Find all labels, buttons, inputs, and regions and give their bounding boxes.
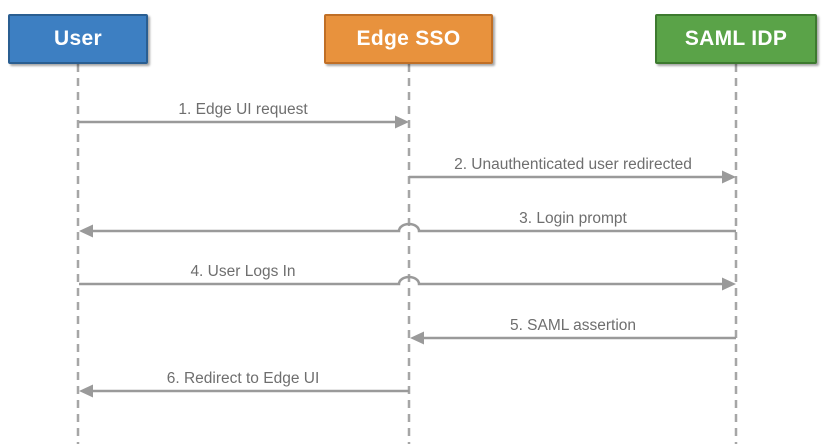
message-4-label: 4. User Logs In — [190, 263, 295, 280]
message-2-label: 2. Unauthenticated user redirected — [454, 156, 692, 173]
message-5-label: 5. SAML assertion — [510, 317, 636, 334]
message-4-line — [79, 275, 723, 286]
actor-saml-idp: SAML IDP — [655, 14, 817, 64]
message-4: 4. User Logs In — [79, 263, 736, 291]
message-5: 5. SAML assertion — [410, 317, 736, 345]
message-3-arrowhead — [79, 224, 93, 238]
lifelines — [76, 64, 738, 444]
message-1-arrowhead — [395, 115, 409, 129]
message-3-line — [93, 222, 736, 233]
message-3-label: 3. Login prompt — [519, 210, 627, 227]
actor-user: User — [8, 14, 148, 64]
actor-edge-sso: Edge SSO — [324, 14, 493, 64]
message-6-label: 6. Redirect to Edge UI — [167, 370, 320, 387]
message-5-arrowhead — [410, 331, 424, 345]
message-2: 2. Unauthenticated user redirected — [409, 156, 736, 184]
message-6-arrowhead — [79, 384, 93, 398]
message-1-label: 1. Edge UI request — [178, 101, 308, 118]
actor-user-label: User — [54, 27, 102, 50]
message-1: 1. Edge UI request — [79, 101, 409, 129]
actor-edge-sso-label: Edge SSO — [356, 27, 461, 50]
message-4-arrowhead — [722, 277, 736, 291]
message-2-arrowhead — [722, 170, 736, 184]
message-3: 3. Login prompt — [79, 210, 736, 238]
message-6: 6. Redirect to Edge UI — [79, 370, 409, 398]
actor-saml-idp-label: SAML IDP — [684, 27, 788, 50]
